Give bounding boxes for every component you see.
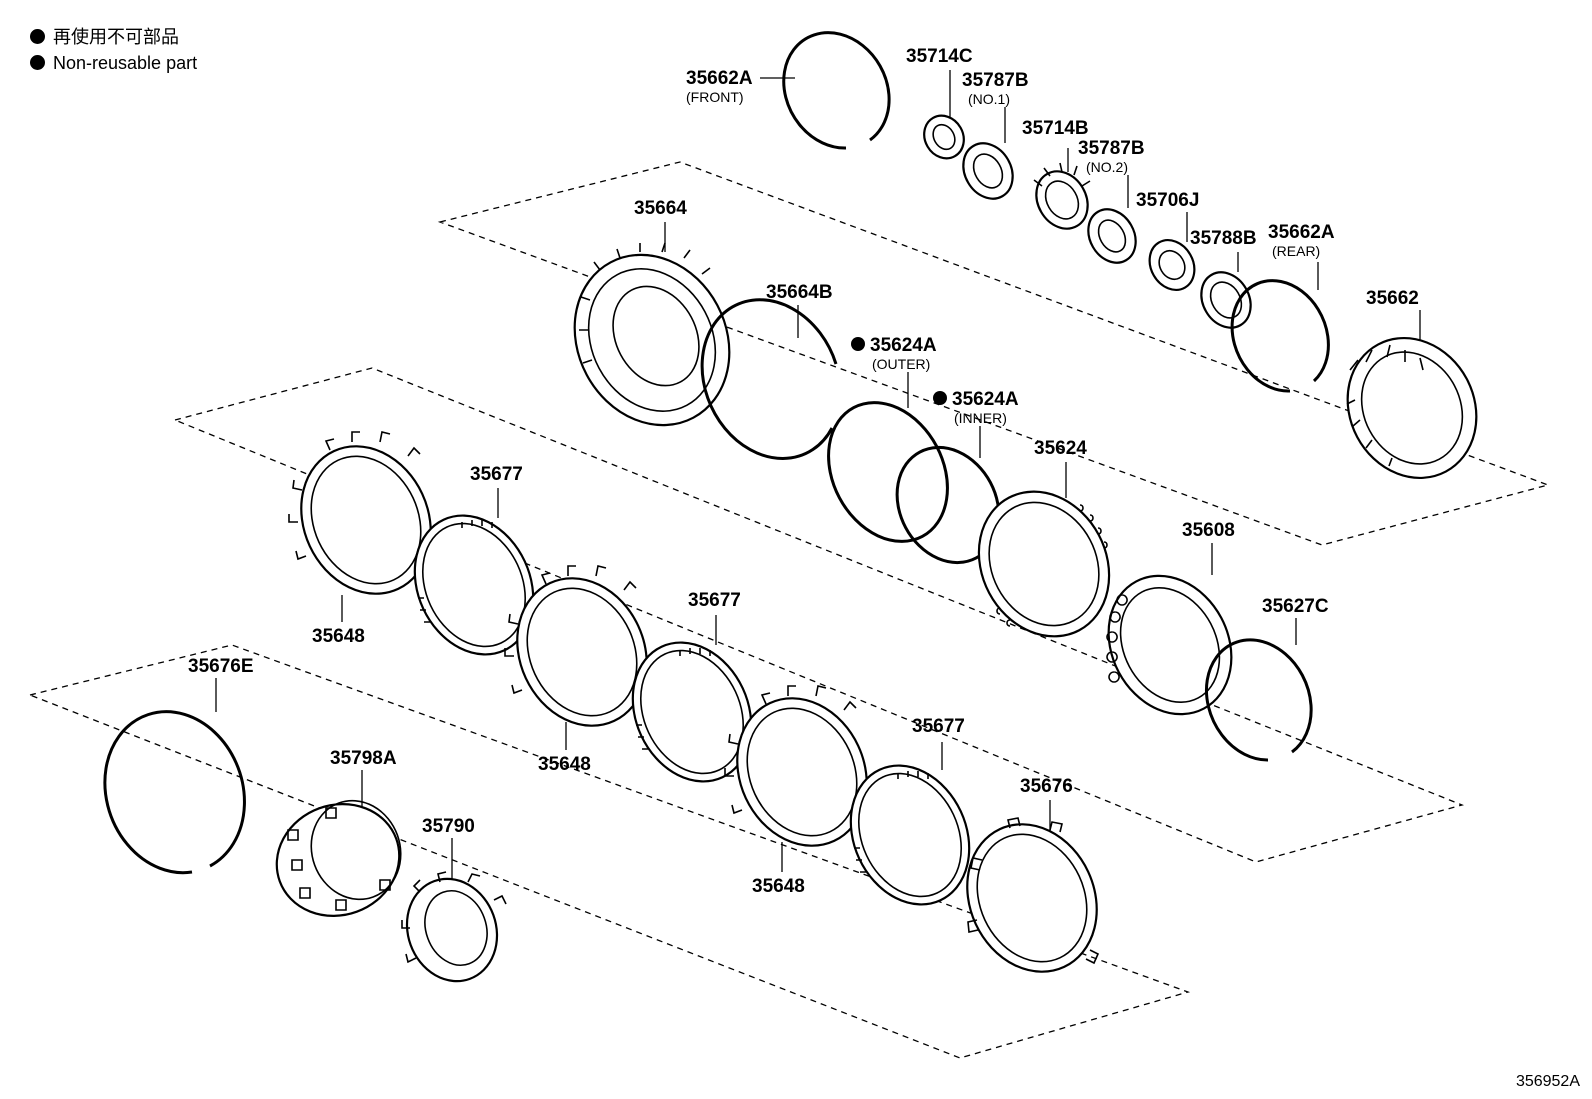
- callout-35790: 35790: [422, 816, 475, 837]
- non-reusable-dot-icon: [933, 391, 947, 405]
- snap-ring-rear: [1230, 262, 1330, 393]
- snap-ring-front: [760, 31, 891, 150]
- callout-35664b: 35664B: [766, 282, 833, 303]
- callout-35787b-no2: 35787B: [1078, 138, 1145, 159]
- callout-35787b-no1-note: (NO.1): [968, 91, 1010, 107]
- legend-row-japanese: 再使用不可部品: [30, 26, 179, 48]
- group-outline-upper: [437, 161, 1551, 546]
- callout-35624a-outer-note: (OUTER): [872, 356, 930, 372]
- callout-35648-b: 35648: [538, 754, 591, 775]
- callout-35706j: 35706J: [1136, 190, 1199, 211]
- legend-english-text: Non-reusable part: [53, 53, 198, 73]
- callout-35677-a: 35677: [470, 464, 523, 485]
- race-35788b: [1200, 252, 1252, 329]
- callout-35624a-inner-note: (INNER): [954, 410, 1007, 426]
- callout-35714c: 35714C: [906, 46, 973, 67]
- snap-ring-35664b: [700, 298, 838, 460]
- piston-35624: [977, 462, 1111, 638]
- callout-35627c: 35627C: [1262, 596, 1329, 617]
- callout-35662a-rear-note: (REAR): [1272, 243, 1320, 259]
- callout-35664: 35664: [634, 198, 687, 219]
- callout-35662a-front-note: (FRONT): [686, 89, 744, 105]
- clutch-disc-35677-b: [631, 615, 753, 783]
- callout-35624: 35624: [1034, 438, 1087, 459]
- bearing-35706j: [1148, 212, 1196, 291]
- group-outline-middle: [172, 367, 1465, 863]
- callout-35798a: 35798A: [330, 748, 397, 769]
- callout-35662a-rear: 35662A: [1268, 222, 1335, 243]
- non-reusable-dot-icon: [851, 337, 865, 351]
- callout-35787b-no2-note: (NO.2): [1086, 159, 1128, 175]
- group-outline-lower: [27, 644, 1191, 1059]
- callout-35608: 35608: [1182, 520, 1235, 541]
- callout-35714b: 35714B: [1022, 118, 1089, 139]
- clutch-disc-35677-c: [849, 742, 971, 906]
- dot-icon: [30, 29, 45, 44]
- o-ring-inner: [895, 426, 1001, 565]
- flange-plate-35676: [966, 800, 1100, 973]
- legend-row-english: Non-reusable part: [30, 52, 197, 74]
- clutch-plate-35648-a: [288, 431, 432, 622]
- clutch-disc-35677-a: [413, 488, 535, 656]
- clutch-plate-35648-b: [504, 565, 648, 750]
- illustration-number: 356952A: [1515, 1073, 1580, 1090]
- snap-ring-35627c: [1204, 618, 1313, 762]
- spring-retainer-35608: [1106, 543, 1233, 716]
- one-way-clutch-35798a: [275, 770, 402, 917]
- clutch-drum-35662: [1346, 310, 1478, 480]
- callout-35677-b: 35677: [688, 590, 741, 611]
- one-way-clutch-35714b: [1033, 148, 1091, 230]
- legend-japanese-text: 再使用不可部品: [53, 27, 179, 47]
- callout-35624a-inner: 35624A: [952, 389, 1019, 410]
- clutch-hub-35664: [573, 222, 731, 427]
- callout-35676: 35676: [1020, 776, 1073, 797]
- snap-ring-35676e: [103, 678, 246, 875]
- callout-35662a-front: 35662A: [686, 68, 753, 89]
- bearing-35714c: [923, 70, 965, 160]
- callout-35677-c: 35677: [912, 716, 965, 737]
- clutch-plate-35648-c: [724, 685, 868, 872]
- race-35787b-no1: [962, 107, 1014, 200]
- callout-35624a-outer: 35624A: [870, 335, 937, 356]
- callout-35788b: 35788B: [1190, 228, 1257, 249]
- callout-35648-c: 35648: [752, 876, 805, 897]
- callout-35648-a: 35648: [312, 626, 365, 647]
- callout-35787b-no1: 35787B: [962, 70, 1029, 91]
- inner-race-35790: [401, 838, 507, 983]
- dot-icon: [30, 55, 45, 70]
- callout-35662: 35662: [1366, 288, 1419, 309]
- callout-35676e: 35676E: [188, 656, 254, 677]
- race-35787b-no2: [1087, 175, 1137, 264]
